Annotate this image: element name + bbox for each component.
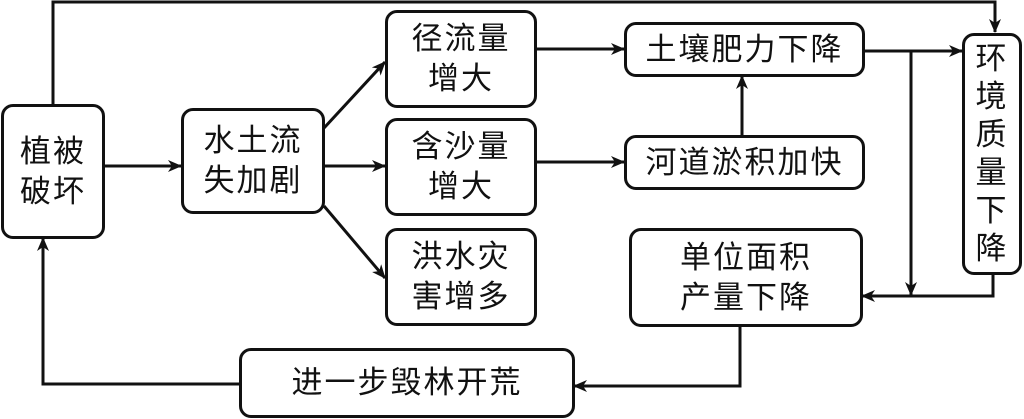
node-river-siltation: 河道淤积加快 [624, 135, 865, 190]
edge-environment-yield [861, 274, 995, 302]
node-yield-decline: 单位面积 产量下降 [629, 228, 863, 327]
node-further-deforestation: 进一步毁林开荒 [239, 348, 575, 418]
node-vegetation-destruction: 植被 破坏 [1, 104, 105, 239]
node-soil-fertility-decline: 土壤肥力下降 [624, 22, 865, 77]
edge-deforestation-vegetation [37, 237, 239, 386]
node-flood-increase: 洪水灾 害增多 [385, 228, 537, 326]
node-environment-decline: 环 境 质 量 下 降 [962, 33, 1022, 275]
edge-vegetation-environment [51, 0, 1001, 104]
edge-erosion-flood [322, 205, 387, 279]
node-sediment-increase: 含沙量 增大 [385, 118, 537, 216]
edge-yield-deforestation [573, 326, 742, 392]
node-soil-erosion: 水土流 失加剧 [181, 108, 325, 214]
edge-erosion-runoff [322, 60, 387, 130]
node-runoff-increase: 径流量 增大 [385, 10, 537, 108]
